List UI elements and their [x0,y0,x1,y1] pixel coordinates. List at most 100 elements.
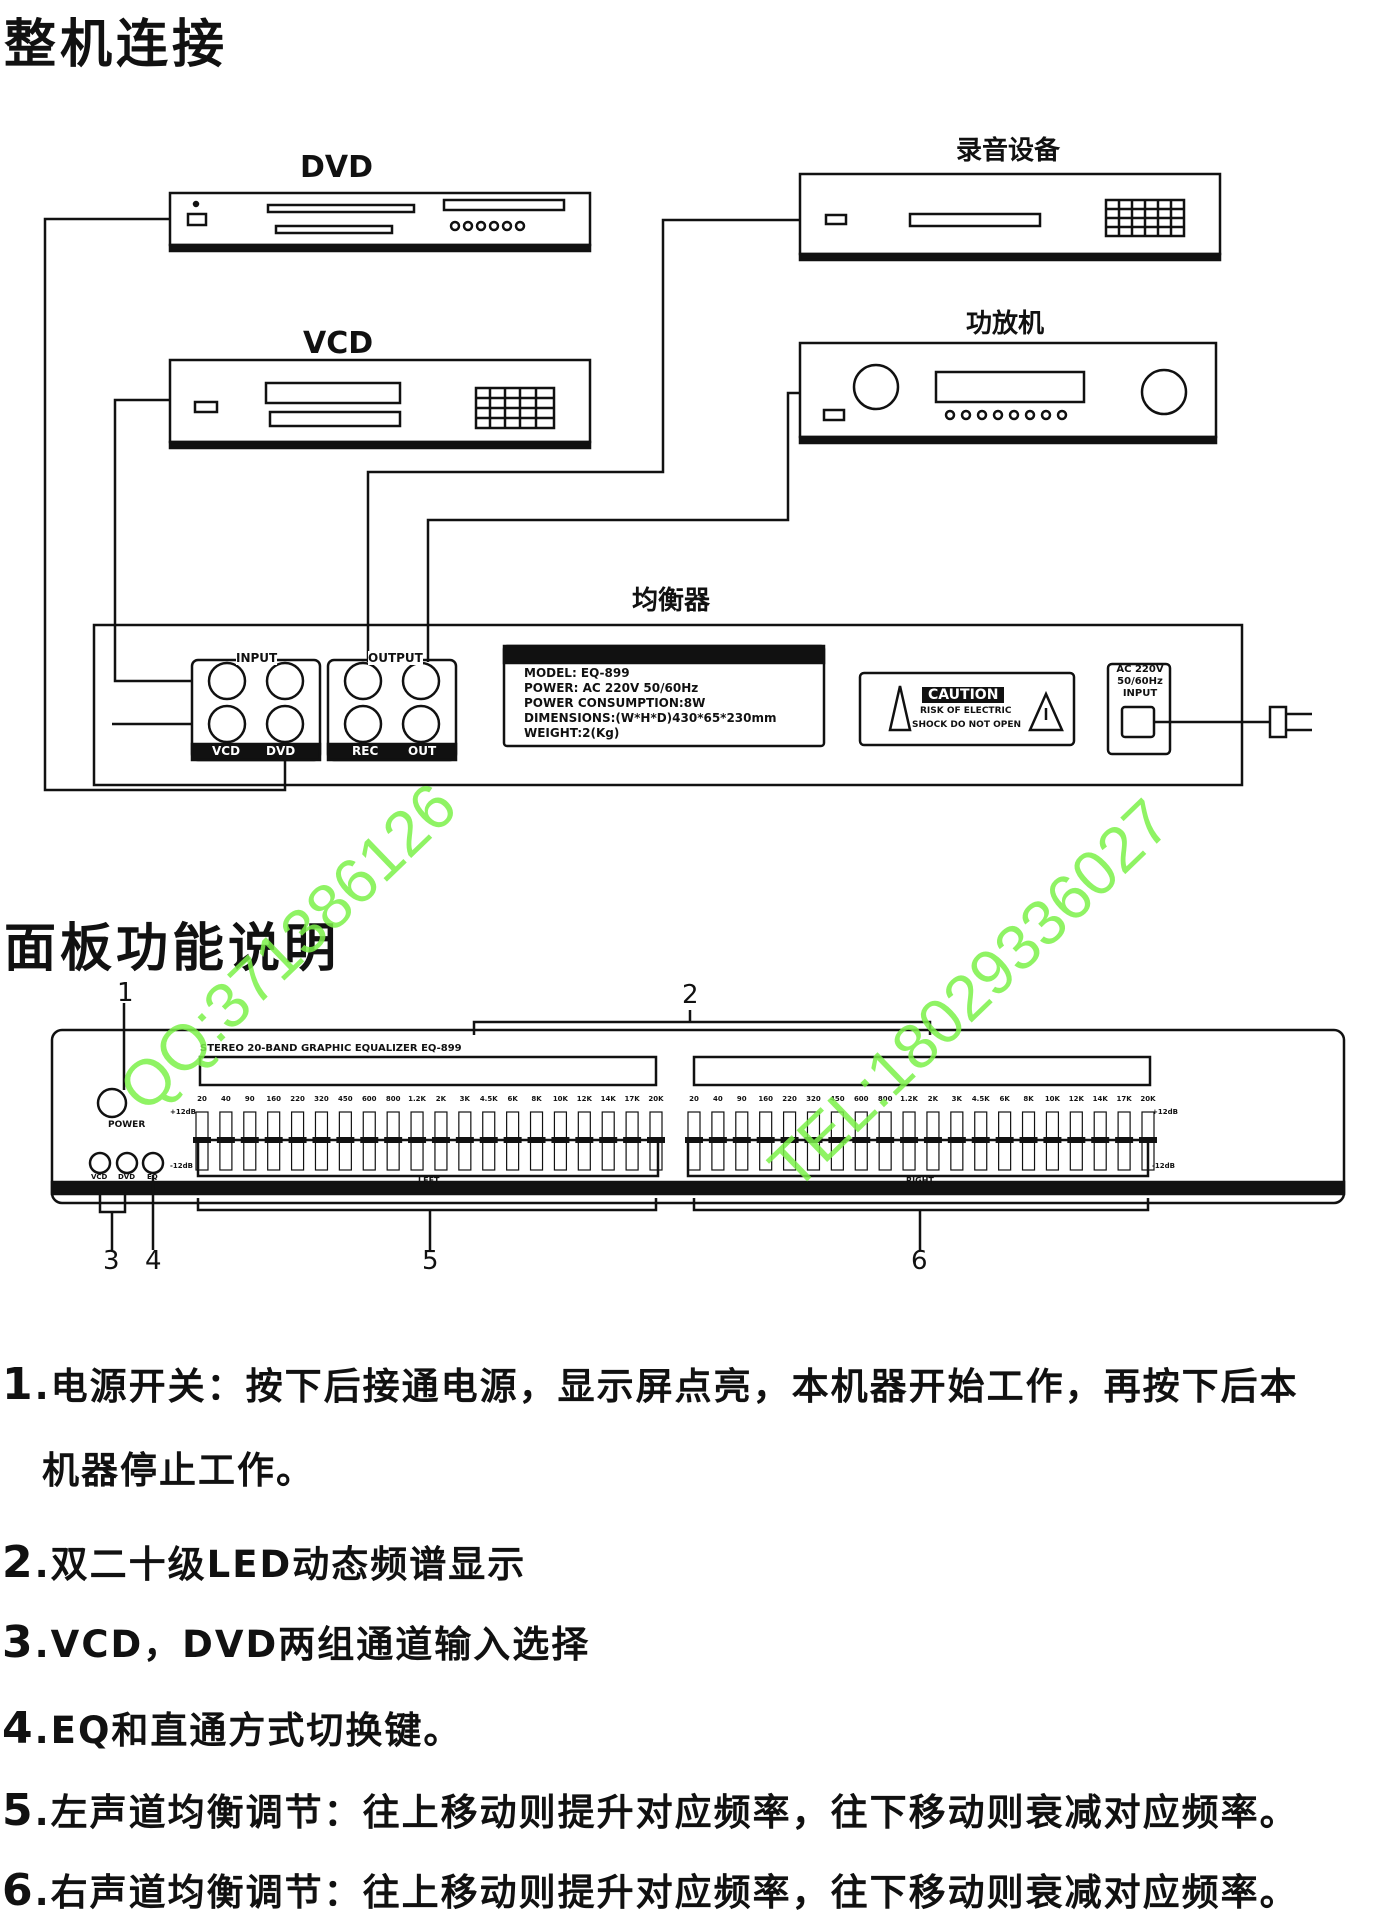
callout-4: 4 [145,1246,162,1276]
slider-knob[interactable] [828,1137,847,1143]
freq-label: 17K [624,1095,640,1103]
button-label-eq: EQ [147,1173,158,1181]
slider-knob[interactable] [732,1137,751,1143]
description-3-text: .VCD，DVD两组通道输入选择 [34,1623,591,1666]
slider-knob[interactable] [551,1137,570,1143]
spec-power: POWER: AC 220V 50/60Hz [524,681,699,695]
slider-knob[interactable] [804,1137,823,1143]
power-input-line-2: 50/60Hz [1117,676,1163,687]
slider-knob[interactable] [1139,1137,1157,1143]
description-2-text: .双二十级LED动态频谱显示 [34,1543,527,1586]
spec-dimensions: DIMENSIONS:(W*H*D)430*65*230mm [524,711,777,725]
description-4: 4.EQ和直通方式切换键。 [2,1700,1398,1754]
slider-knob[interactable] [408,1137,427,1143]
slider-knob[interactable] [971,1137,990,1143]
description-1-text: .电源开关：按下后接通电源，显示屏点亮，本机器开始工作，再按下后本 [34,1365,1299,1408]
callout-6: 6 [911,1246,928,1276]
description-1: 1.电源开关：按下后接通电源，显示屏点亮，本机器开始工作，再按下后本 [2,1356,1398,1410]
slider-knob[interactable] [1091,1137,1110,1143]
caution-line-2: SHOCK DO NOT OPEN [912,720,1022,730]
description-6-number: 6 [2,1865,35,1916]
callout-5: 5 [422,1246,439,1276]
slider-knob[interactable] [1019,1137,1038,1143]
slider-knob[interactable] [527,1137,546,1143]
amplifier-label: 功放机 [966,309,1045,339]
db-top-right: +12dB [1152,1108,1178,1116]
slider-knob[interactable] [216,1137,235,1143]
description-1-number: 1 [2,1359,35,1410]
freq-label: 17K [1116,1095,1132,1103]
freq-label: 8K [1023,1095,1034,1103]
slider-knob[interactable] [900,1137,919,1143]
slider-knob[interactable] [455,1137,474,1143]
slider-knob[interactable] [852,1137,871,1143]
vcd-player [168,358,592,450]
slider-knob[interactable] [780,1137,799,1143]
slider-knob[interactable] [193,1137,211,1143]
equalizer-front-panel [50,1003,1346,1250]
callout-3: 3 [103,1246,120,1276]
slider-knob[interactable] [876,1137,895,1143]
slider-knob[interactable] [264,1137,283,1143]
slider-knob[interactable] [312,1137,331,1143]
slider-knob[interactable] [708,1137,727,1143]
slider-knob[interactable] [623,1137,642,1143]
freq-label: 2K [927,1095,939,1103]
slider-knob[interactable] [384,1137,403,1143]
slider-knob[interactable] [685,1137,703,1143]
connection-heading: 整机连接 [4,15,229,75]
slider-knob[interactable] [1043,1137,1062,1143]
equalizer-rear-panel [92,623,1244,787]
freq-label: 4.5K [971,1095,990,1103]
slider-knob[interactable] [503,1137,522,1143]
recording-device [798,172,1222,262]
slider-knob[interactable] [599,1137,618,1143]
description-1-continued: 机器停止工作。 [42,1440,1398,1494]
slider-knob[interactable] [995,1137,1014,1143]
channel-right-label: RIGHT [906,1176,934,1185]
freq-label: 1.2K [408,1095,426,1103]
freq-label: 90 [244,1095,255,1103]
slider-knob[interactable] [1115,1137,1134,1143]
slider-knob[interactable] [647,1137,665,1143]
db-top-left: +12dB [170,1108,196,1116]
freq-label: 20K [1140,1095,1156,1103]
slider-knob[interactable] [947,1137,966,1143]
slider-knob[interactable] [431,1137,450,1143]
slider-knob[interactable] [479,1137,498,1143]
freq-label: 6K [999,1095,1010,1103]
description-4-number: 4 [2,1703,35,1754]
description-5: 5.左声道均衡调节：往上移动则提升对应频率，往下移动则衰减对应频率。 [2,1782,1398,1836]
freq-label: 90 [736,1095,747,1103]
slider-knob[interactable] [575,1137,594,1143]
power-label: POWER [108,1120,146,1130]
callout-2: 2 [682,980,699,1010]
spec-weight: WEIGHT:2(Kg) [524,726,620,740]
description-3: 3.VCD，DVD两组通道输入选择 [2,1614,1398,1668]
db-bottom-right: -12dB [1152,1162,1175,1170]
slider-knob[interactable] [360,1137,379,1143]
slider-knob[interactable] [336,1137,355,1143]
slider-knob[interactable] [923,1137,942,1143]
dvd-label: DVD [300,150,374,185]
cables [43,217,1312,792]
slider-knob[interactable] [756,1137,775,1143]
freq-label: 6K [507,1095,518,1103]
spec-consumption: POWER CONSUMPTION:8W [524,696,706,710]
slider-knob[interactable] [288,1137,307,1143]
freq-label: 320 [314,1095,329,1103]
freq-label: 20K [648,1095,664,1103]
front-model-text: STEREO 20-BAND GRAPHIC EQUALIZER EQ-899 [200,1043,462,1054]
slider-knob[interactable] [240,1137,259,1143]
description-6-text: .右声道均衡调节：往上移动则提升对应频率，往下移动则衰减对应频率。 [34,1871,1299,1914]
description-5-number: 5 [2,1785,35,1836]
channel-left-label: LEFT [418,1176,440,1185]
slider-knob[interactable] [1067,1137,1086,1143]
spec-model: MODEL: EQ-899 [524,666,630,680]
freq-label: 40 [221,1095,231,1103]
freq-label: 2K [435,1095,447,1103]
spec-plate: MODEL: EQ-899 POWER: AC 220V 50/60Hz POW… [524,666,777,741]
recorder-label: 录音设备 [956,136,1061,166]
equalizer-label: 均衡器 [632,586,711,616]
